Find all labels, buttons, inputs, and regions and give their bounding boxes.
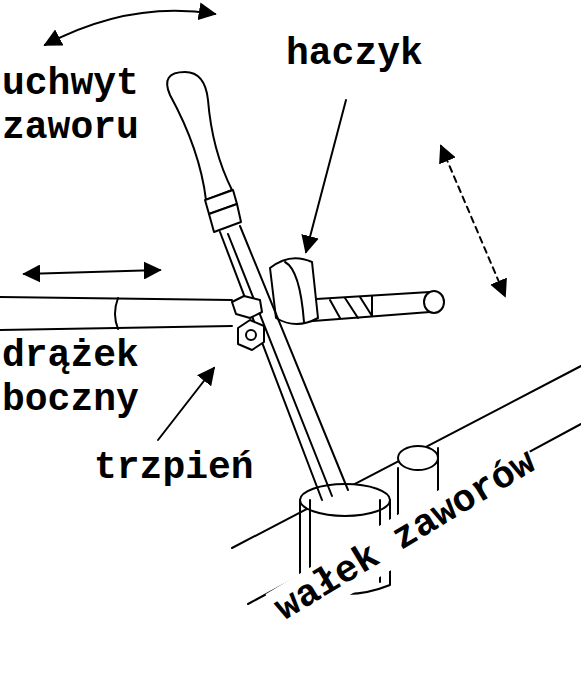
valve-handle: [167, 72, 241, 232]
pin-nut: [232, 296, 264, 350]
part-label: trzpień: [94, 446, 254, 490]
hook-arrow: [441, 146, 505, 296]
side-rod: [0, 291, 444, 330]
leader-line: [306, 100, 346, 252]
swing-arrow: [45, 11, 215, 45]
leader-line: [158, 368, 214, 440]
push-arrow: [24, 270, 160, 274]
hook: [270, 258, 318, 324]
part-label: haczyk: [286, 32, 423, 76]
part-label: drążek boczny: [2, 334, 162, 421]
part-label: uchwyt zaworu: [2, 62, 162, 149]
